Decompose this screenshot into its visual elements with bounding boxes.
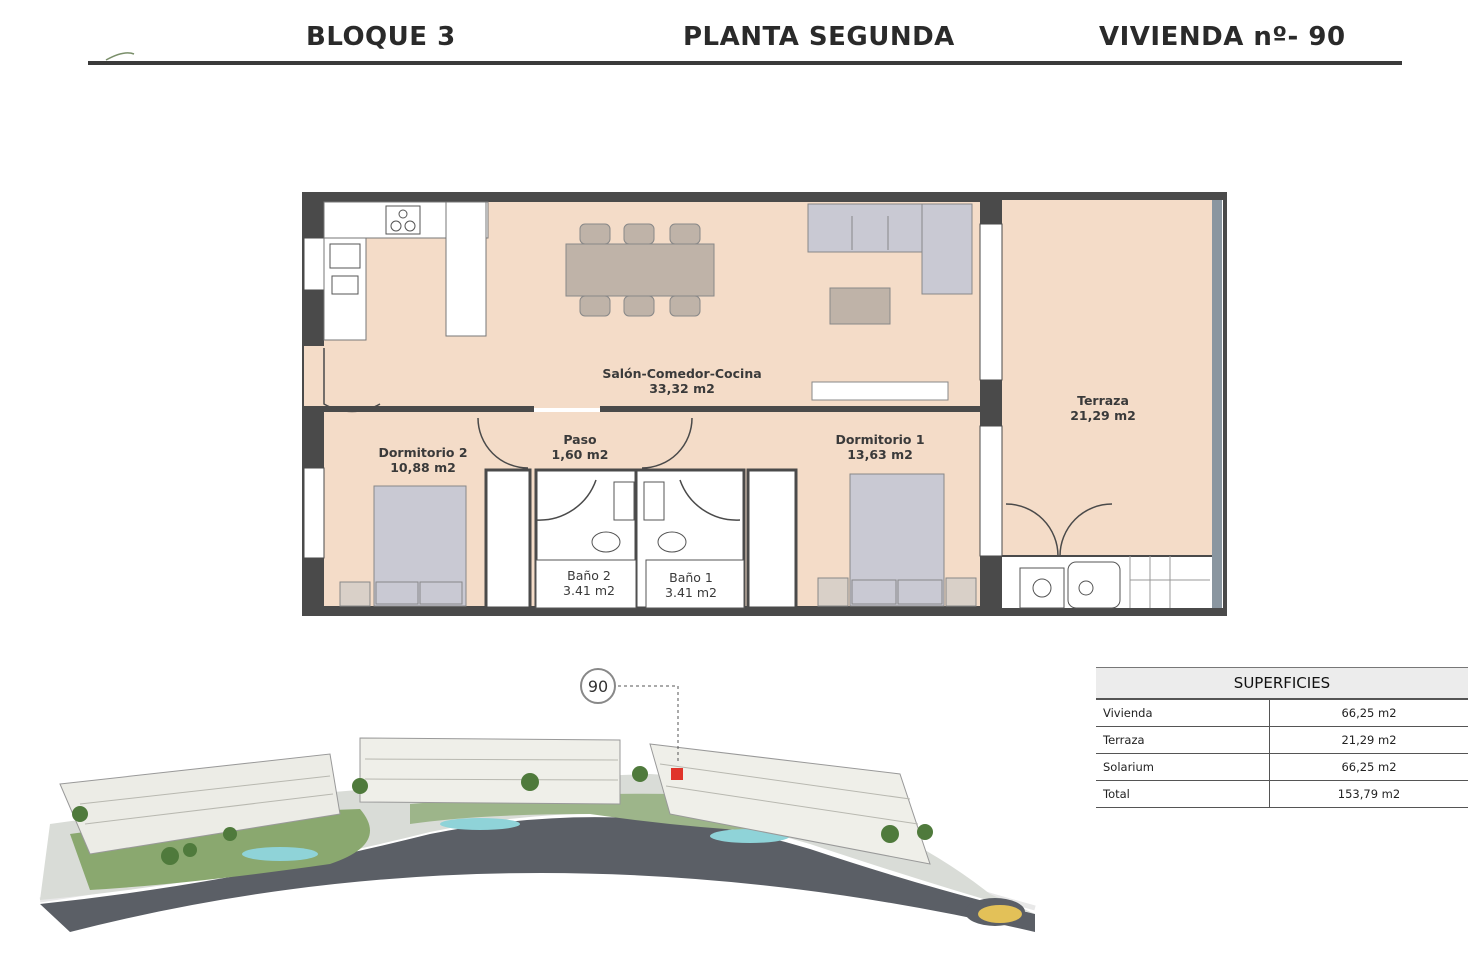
aerial-rendering: 90 (39, 668, 1036, 932)
room-label-terraza: Terraza 21,29 m2 (1070, 393, 1136, 423)
room-label-paso: Paso 1,60 m2 (552, 432, 609, 462)
room-area: 33,32 m2 (649, 381, 715, 396)
room-area: 13,63 m2 (847, 447, 913, 462)
room-area: 3.41 m2 (563, 583, 615, 598)
header-rule (88, 61, 1402, 65)
surface-label: Total (1096, 780, 1270, 808)
room-name: Terraza (1077, 393, 1129, 408)
room-area: 10,88 m2 (390, 460, 456, 475)
surface-value: 66,25 m2 (1269, 753, 1468, 781)
room-label-salon: Salón-Comedor-Cocina 33,32 m2 (602, 366, 761, 396)
floor-plan: Salón-Comedor-Cocina 33,32 m2 Terraza 21… (300, 190, 1230, 624)
room-area: 3.41 m2 (665, 585, 717, 600)
room-label-bano-2: Baño 2 3.41 m2 (563, 568, 615, 598)
floor-title: PLANTA SEGUNDA (683, 22, 955, 52)
table-row: Solarium 66,25 m2 (1096, 753, 1468, 781)
room-name: Salón-Comedor-Cocina (602, 366, 762, 381)
page-header: BLOQUE 3 PLANTA SEGUNDA VIVIENDA nº- 90 (0, 0, 1468, 70)
room-name: Baño 1 (669, 570, 713, 585)
table-row: Terraza 21,29 m2 (1096, 726, 1468, 754)
room-name: Baño 2 (567, 568, 611, 583)
surface-value: 66,25 m2 (1269, 699, 1468, 727)
table-row: Total 153,79 m2 (1096, 780, 1468, 808)
room-name: Dormitorio 2 (378, 445, 468, 460)
highlighted-unit (671, 768, 683, 780)
floor-plan-drawing (302, 192, 1227, 616)
table-row: Vivienda 66,25 m2 (1096, 699, 1468, 727)
surface-label: Solarium (1096, 753, 1270, 781)
room-name: Paso (563, 432, 597, 447)
room-area: 1,60 m2 (551, 447, 609, 462)
room-label-bano-1: Baño 1 3.41 m2 (665, 570, 717, 600)
surface-value: 21,29 m2 (1269, 726, 1468, 754)
logo-swoosh-icon (105, 52, 135, 61)
surfaces-table: SUPERFICIES Vivienda 66,25 m2 Terraza 21… (1096, 667, 1468, 808)
room-name: Dormitorio 1 (835, 432, 925, 447)
room-label-dormitorio-2: Dormitorio 2 10,88 m2 (378, 445, 467, 475)
block-title: BLOQUE 3 (306, 22, 456, 52)
room-label-dormitorio-1: Dormitorio 1 13,63 m2 (835, 432, 924, 462)
aerial-view: 90 (30, 664, 1050, 944)
surface-label: Terraza (1096, 726, 1270, 754)
room-area: 21,29 m2 (1070, 408, 1136, 423)
unit-marker-label: 90 (588, 677, 608, 696)
unit-title: VIVIENDA nº- 90 (1099, 22, 1346, 52)
surface-label: Vivienda (1096, 699, 1270, 727)
surface-value: 153,79 m2 (1269, 780, 1468, 808)
surfaces-title: SUPERFICIES (1096, 667, 1468, 700)
